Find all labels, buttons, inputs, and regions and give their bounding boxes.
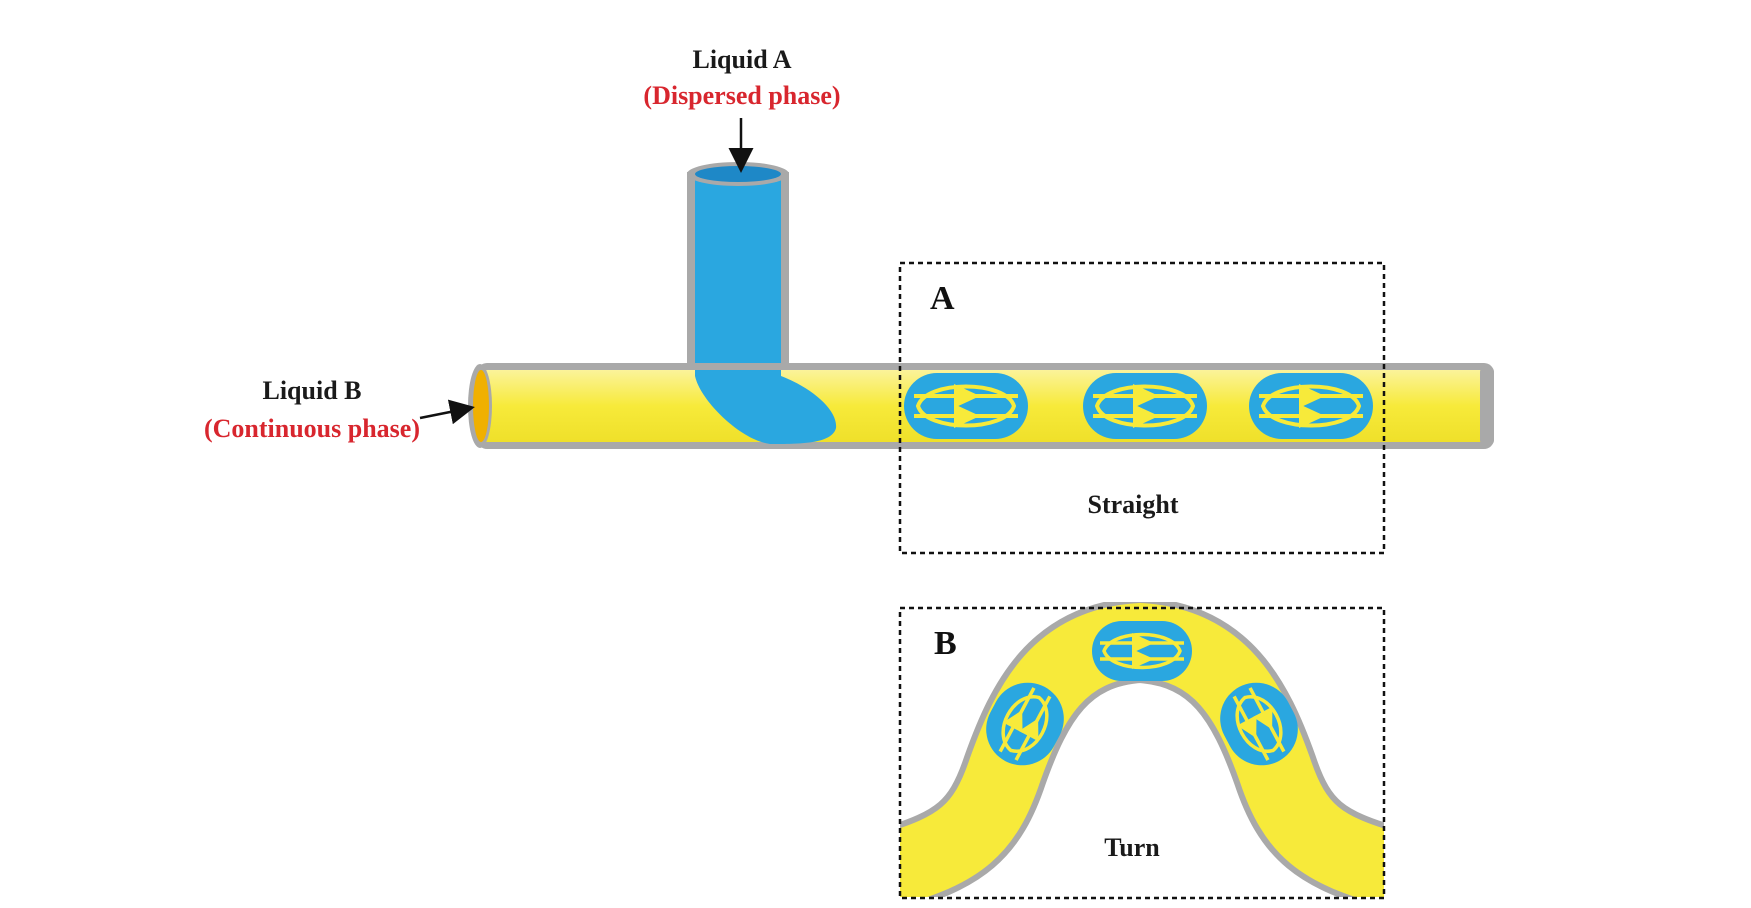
droplet [986,682,1064,766]
panel-a-caption: Straight [1088,490,1179,519]
liquid-b-phase-label: (Continuous phase) [204,414,420,443]
droplet [1249,373,1373,439]
panel-b-caption: Turn [1104,833,1160,862]
straight-droplets [904,373,1373,439]
liquid-b-label: Liquid B [262,376,361,405]
droplet [1220,682,1298,766]
droplet [1092,621,1192,681]
panel-b-letter: B [934,625,957,662]
panel-a-letter: A [930,280,955,317]
dispersed-phase-plug [695,370,837,444]
liquid-a-phase-label: (Dispersed phase) [643,81,840,110]
turn-droplets [986,621,1298,766]
inlet-tube [687,162,789,372]
droplet [904,373,1028,439]
liquid-a-label: Liquid A [692,45,791,74]
liquid-b-arrow [419,399,475,425]
droplet [1083,373,1207,439]
